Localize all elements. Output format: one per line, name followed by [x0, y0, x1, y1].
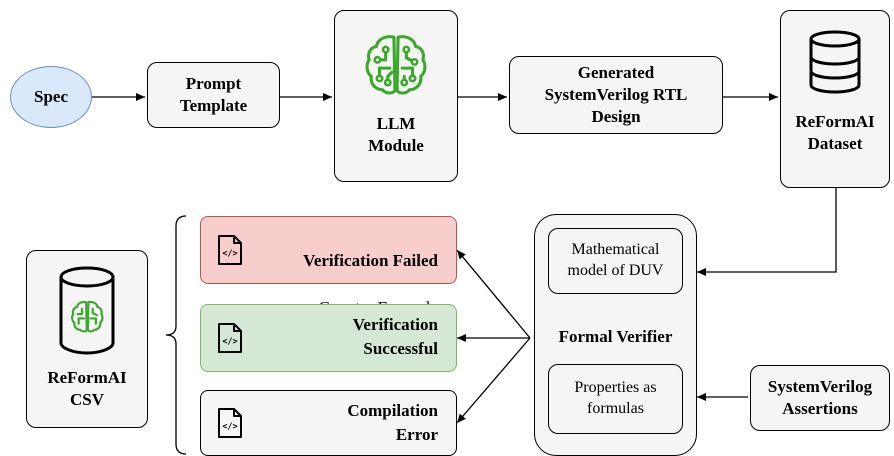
reformai-dataset-label: ReFormAI Dataset — [795, 112, 875, 154]
arrow-verifier-to-error — [456, 337, 531, 424]
reformai-csv-node: ReFormAI CSV — [26, 250, 148, 428]
generated-rtl-node: Generated SystemVerilog RTL Design — [509, 56, 723, 134]
verification-successful-label: Verification Successful — [352, 315, 438, 358]
systemverilog-assertions-node: SystemVerilog Assertions — [750, 365, 890, 431]
code-file-icon: </> — [218, 323, 242, 353]
generated-rtl-label: Generated SystemVerilog RTL Design — [544, 62, 688, 127]
database-brain-icon — [59, 266, 115, 355]
llm-module-node: LLM Module — [334, 10, 458, 182]
arrow-verifier-to-failed — [456, 249, 531, 339]
systemverilog-assertions-label: SystemVerilog Assertions — [767, 376, 873, 418]
formal-verifier-label: Formal Verifier — [558, 326, 673, 346]
svg-text:</>: </> — [222, 337, 237, 347]
verification-failed-title: Verification Failed — [303, 250, 438, 270]
mathematical-model-box: Mathematical model of DUV — [548, 228, 683, 294]
svg-text:</>: </> — [222, 422, 237, 432]
prompt-template-node: Prompt Template — [147, 62, 280, 128]
spec-label: Spec — [34, 86, 68, 106]
properties-box: Properties as formulas — [548, 364, 683, 434]
verification-failed-box: </> Verification Failed Counter Example — [200, 216, 457, 317]
database-icon — [809, 30, 861, 94]
brain-circuit-icon — [365, 35, 427, 95]
mathematical-model-label: Mathematical model of DUV — [567, 241, 664, 279]
code-file-icon: </> — [218, 235, 242, 265]
arrow-dataset-to-verifier — [697, 188, 837, 276]
results-brace — [165, 215, 187, 455]
reformai-csv-label: ReFormAI CSV — [47, 368, 127, 410]
code-file-icon: </> — [218, 408, 242, 438]
llm-module-label: LLM Module — [368, 114, 424, 156]
reformai-dataset-node: ReFormAI Dataset — [780, 10, 890, 188]
properties-label: Properties as formulas — [574, 379, 657, 417]
compilation-error-label: Compilation Error — [347, 401, 438, 444]
verification-successful-box: </> Verification Successful — [200, 304, 457, 372]
compilation-error-box: </> Compilation Error — [200, 390, 457, 456]
prompt-template-label: Prompt Template — [179, 73, 248, 115]
spec-node: Spec — [10, 66, 92, 128]
svg-text:</>: </> — [222, 249, 237, 259]
